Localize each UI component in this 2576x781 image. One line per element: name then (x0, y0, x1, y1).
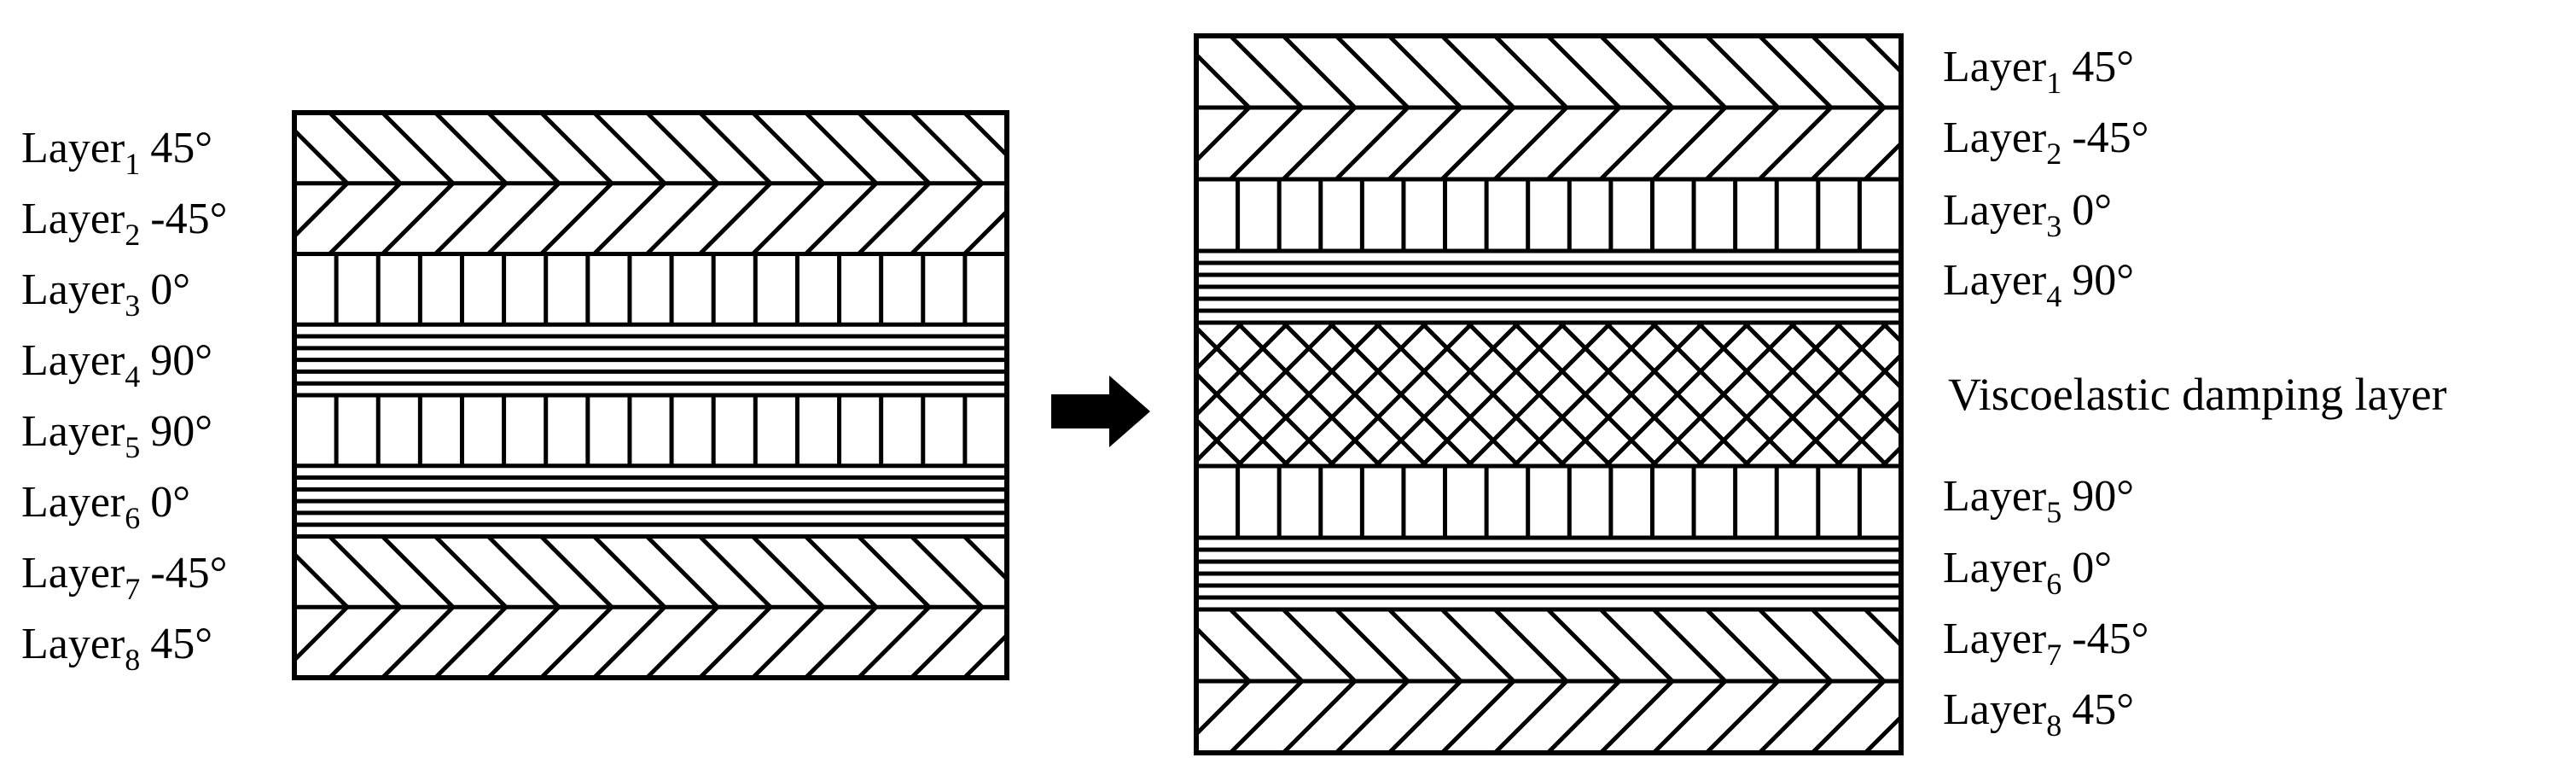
left-layer-5 (294, 395, 1007, 466)
right-layer-1 (1196, 36, 1901, 109)
left-layer-2 (294, 181, 1007, 256)
right-layer-5 (1196, 466, 1901, 538)
damping-layer-label: Viscoelastic damping layer (1948, 369, 2447, 420)
right-layer-3 (1196, 179, 1901, 251)
left-layer-label: Layer2-45° (21, 195, 227, 252)
right-layer-8 (1196, 679, 1901, 751)
left-laminate-stack (292, 110, 1009, 680)
right-layer-7 (1196, 608, 1901, 683)
stack-border (1194, 33, 1904, 755)
left-layer-1 (294, 113, 1007, 185)
right-layer-2 (1196, 106, 1901, 181)
left-layer-6 (294, 465, 1007, 537)
left-layer-label: Layer7-45° (21, 549, 227, 606)
left-layer-4 (294, 324, 1007, 395)
stack-border (292, 110, 1009, 680)
left-layer-7 (294, 534, 1007, 609)
right-layer-label: Layer2-45° (1943, 114, 2149, 171)
left-layer-8 (294, 605, 1007, 678)
right-layer-6 (1196, 538, 1901, 609)
damping-layer (1196, 321, 1901, 468)
left-layer-3 (294, 254, 1007, 325)
right-arrow-icon (1051, 376, 1150, 447)
right-layer-label: Layer7-45° (1943, 615, 2149, 672)
right-layer-4 (1196, 251, 1901, 323)
right-laminate-stack (1194, 33, 1904, 755)
